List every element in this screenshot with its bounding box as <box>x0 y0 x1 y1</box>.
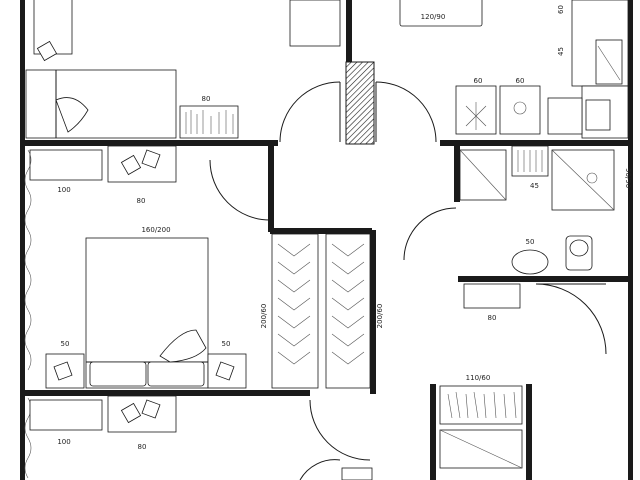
curtain-left <box>24 149 32 371</box>
desk-80-label: 80 <box>137 197 146 205</box>
kitchen-depth-45: 45 <box>557 47 565 56</box>
bed-size-label: 160/200 <box>141 226 170 234</box>
bottom-fixture <box>341 467 373 480</box>
wall-v-top <box>346 0 352 62</box>
dining-table: 120/90 <box>399 0 483 27</box>
cabinet-45-label: 45 <box>530 182 539 190</box>
closet-size-label: 110/60 <box>466 374 491 382</box>
appliance-60b: 60 <box>516 77 525 85</box>
wardrobe-left-label: 200/60 <box>260 304 268 329</box>
wall-h4 <box>20 390 310 396</box>
bedroom: 160/200 50 50 <box>45 226 247 389</box>
bath-80-label: 80 <box>488 314 497 322</box>
wardrobe-right-label: 200/60 <box>376 304 384 329</box>
top-left-room: 80 <box>25 0 239 139</box>
wall-h2 <box>440 140 633 146</box>
door-arc-3 <box>209 159 271 221</box>
door-arc-4 <box>403 207 457 261</box>
kitchen: 60 45 60 60 <box>455 0 629 139</box>
nightstand-left-label: 50 <box>61 340 70 348</box>
table-size-label: 120/90 <box>421 13 446 21</box>
bathroom: 45 90/90 50 80 <box>454 145 632 322</box>
door-arc-1 <box>279 81 341 143</box>
door-arc-6 <box>309 399 371 461</box>
wall-h1 <box>20 140 278 146</box>
column-hatched <box>345 61 375 145</box>
outer-walls <box>20 0 633 480</box>
desk-100-label: 100 <box>57 186 70 194</box>
shelf-size-label: 80 <box>202 95 211 103</box>
kitchen-depth-60: 60 <box>557 5 565 14</box>
nightstand-right-label: 50 <box>222 340 231 348</box>
door-arc-2 <box>375 81 437 143</box>
wall-v2 <box>268 146 274 232</box>
sink-50-label: 50 <box>526 238 535 246</box>
shower-label: 90/90 <box>624 168 632 188</box>
sofa-top <box>289 0 341 47</box>
wall-v3 <box>370 230 376 394</box>
closet-bottom: 110/60 <box>430 374 532 480</box>
wall-h3 <box>270 228 372 234</box>
door-arc-7 <box>299 459 341 480</box>
wardrobes: 200/60 200/60 <box>260 233 384 389</box>
door-arc-5 <box>535 283 607 355</box>
appliance-60a: 60 <box>474 77 483 85</box>
desk-area-bottom: 100 80 <box>29 395 177 451</box>
desk-area-top: 80 100 <box>29 145 177 205</box>
desk-100-bottom-label: 100 <box>57 438 70 446</box>
desk-80-bottom-label: 80 <box>138 443 147 451</box>
